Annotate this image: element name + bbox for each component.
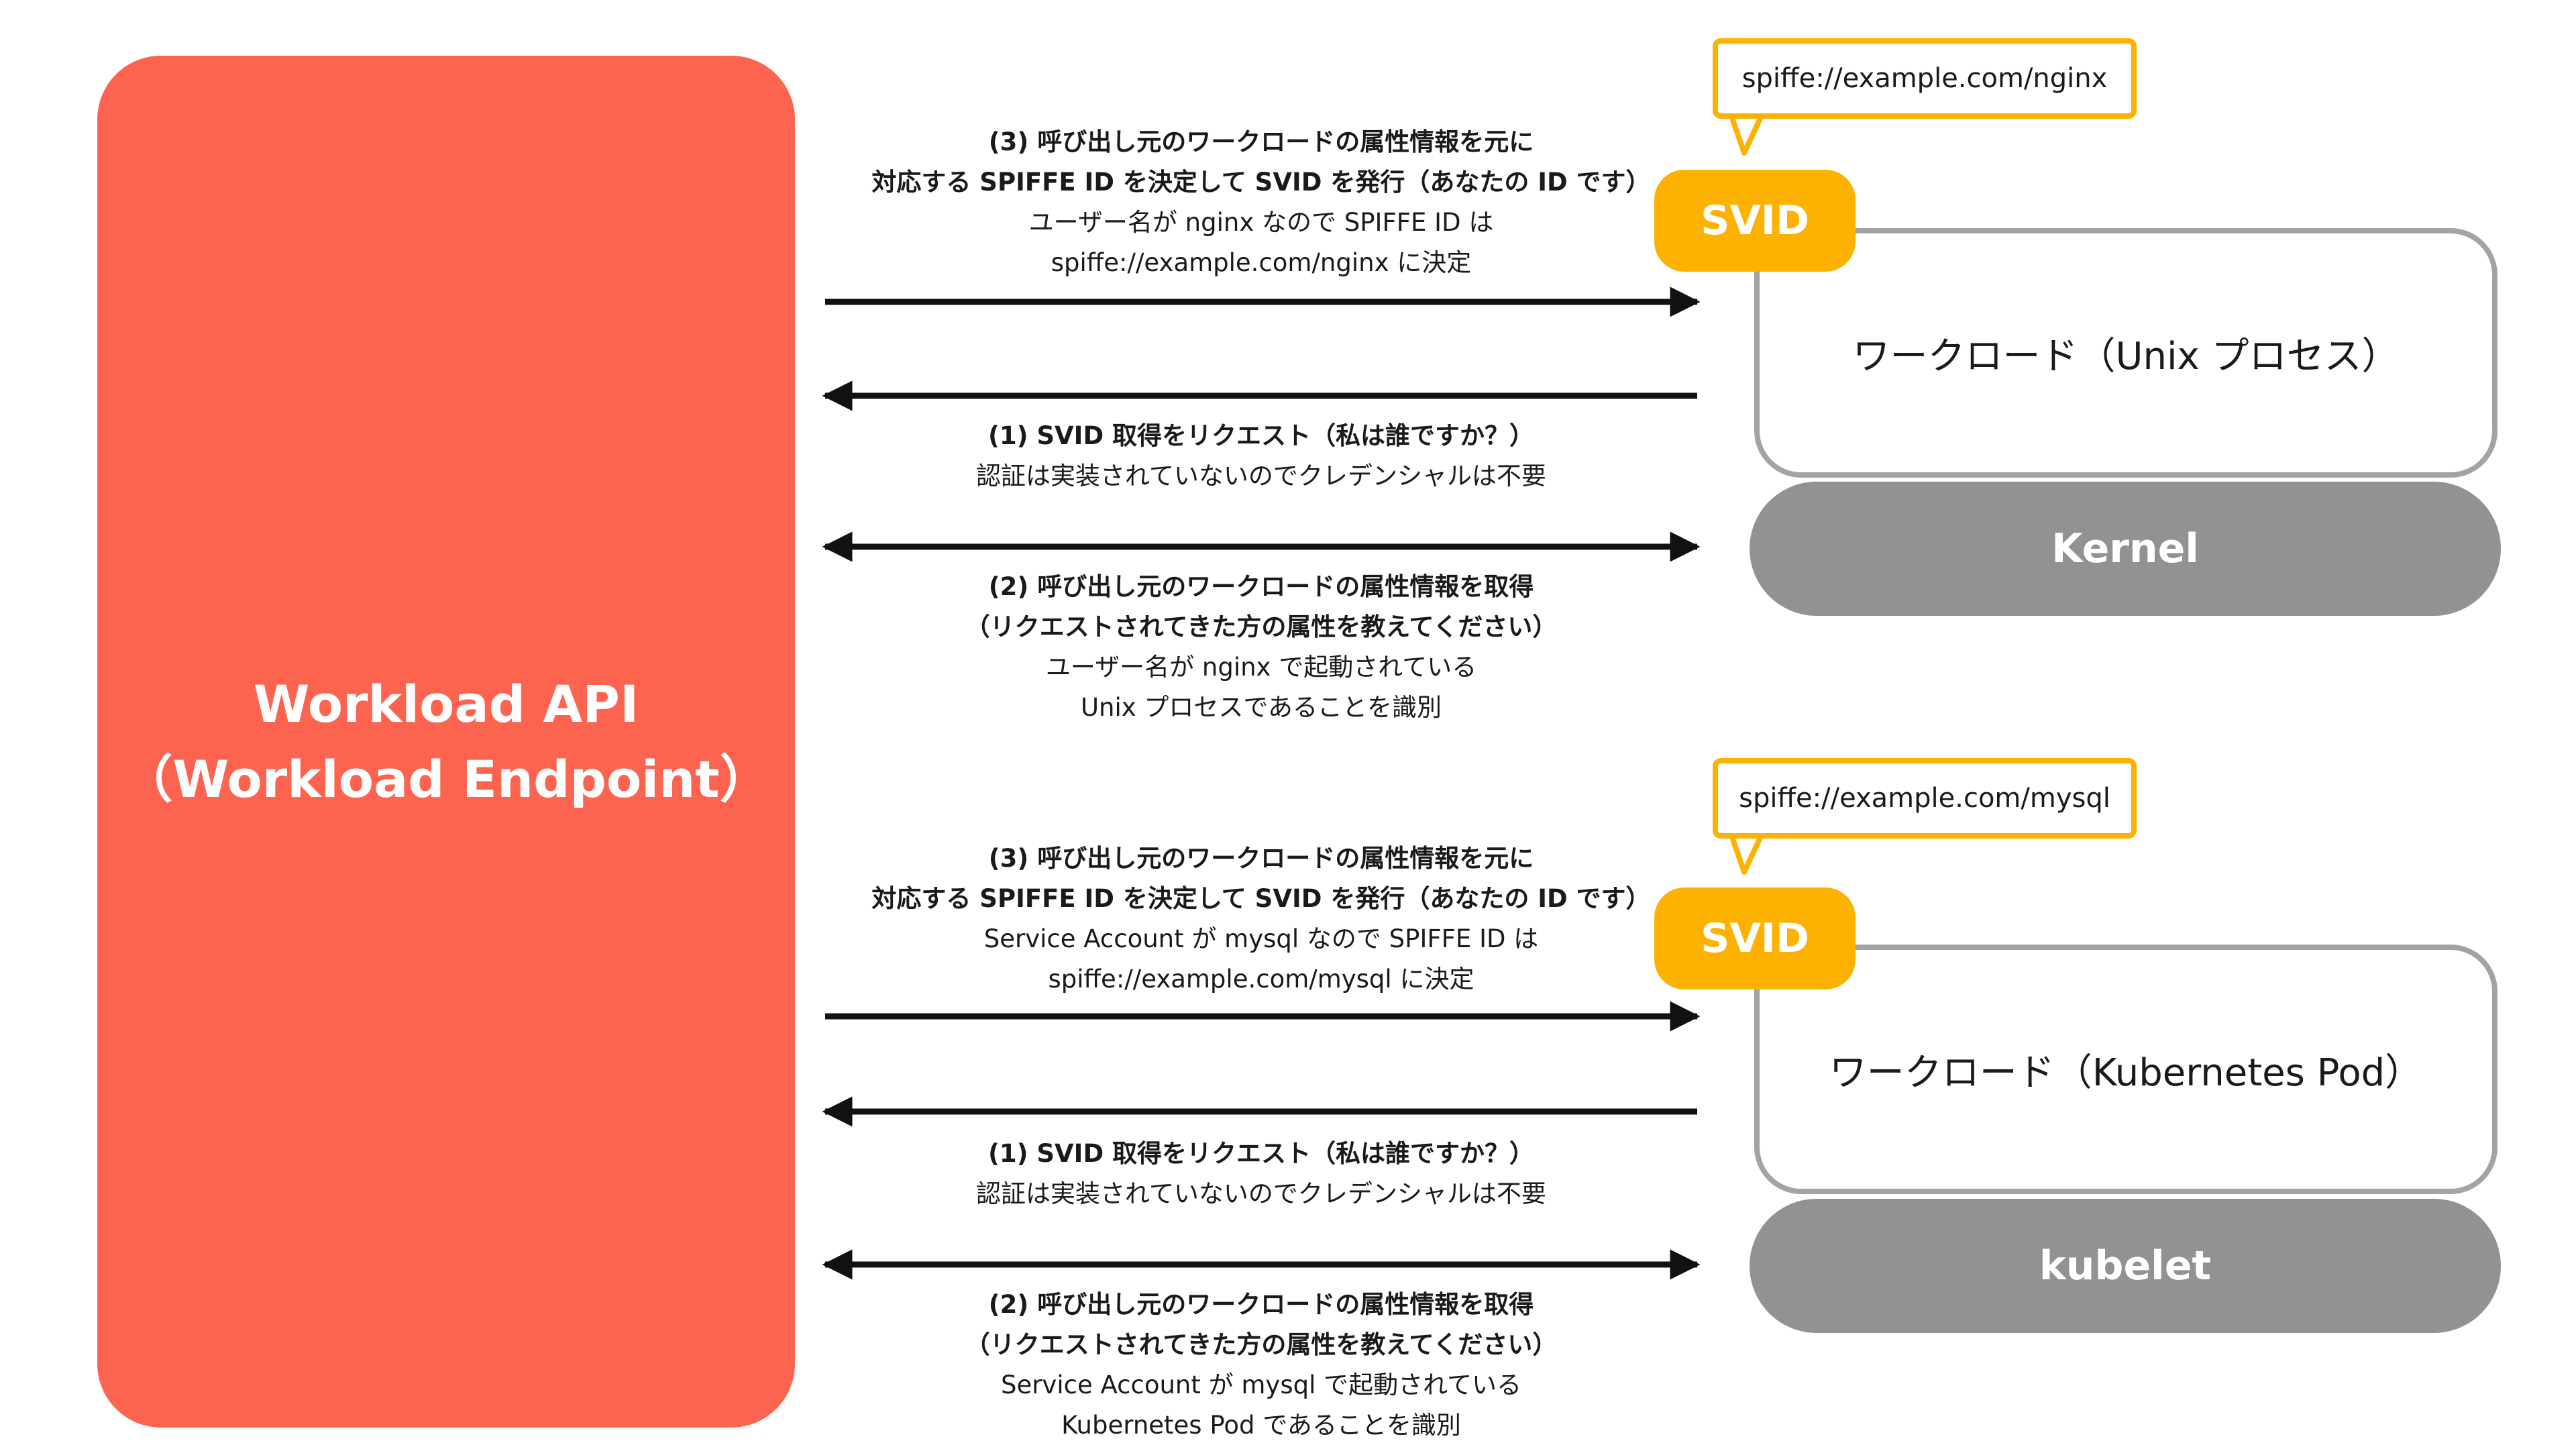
step2-line4: Kubernetes Pod であることを識別	[1061, 1411, 1461, 1440]
step1-line2: 認証は実装されていないのでクレデンシャルは不要	[976, 1179, 1546, 1208]
workload-label: ワークロード（Unix プロセス）	[1852, 334, 2400, 378]
step2-line4: Unix プロセスであることを識別	[1080, 693, 1442, 722]
svid-badge-1: SVID	[1654, 170, 1856, 272]
step2-line3: Service Account が mysql で起動されている	[1000, 1371, 1522, 1399]
spiffe-id-text: spiffe://example.com/nginx	[1741, 63, 2108, 94]
workload-api-title-line2: （Workload Endpoint）	[121, 749, 771, 809]
step3-line4: spiffe://example.com/mysql に決定	[1048, 965, 1474, 994]
workload-api-box: Workload API （Workload Endpoint）	[97, 56, 795, 1428]
platform-label: Kernel	[2051, 525, 2199, 572]
step3-label-2: (3) 呼び出し元のワークロードの属性情報を元に 対応する SPIFFE ID …	[825, 839, 1697, 1000]
spiffe-id-text: spiffe://example.com/mysql	[1739, 783, 2110, 814]
step3-line1: (3) 呼び出し元のワークロードの属性情報を元に	[988, 127, 1534, 156]
step2-label-2: (2) 呼び出し元のワークロードの属性情報を取得 （リクエストされてきた方の属性…	[825, 1285, 1697, 1446]
step1-line2: 認証は実装されていないのでクレデンシャルは不要	[976, 462, 1546, 490]
step3-line3: Service Account が mysql なので SPIFFE ID は	[983, 924, 1539, 953]
step3-line1: (3) 呼び出し元のワークロードの属性情報を元に	[988, 844, 1534, 873]
workload-label: ワークロード（Kubernetes Pod）	[1829, 1051, 2423, 1095]
svid-label: SVID	[1701, 915, 1809, 962]
step3-line4: spiffe://example.com/nginx に決定	[1051, 248, 1472, 277]
step3-line3: ユーザー名が nginx なので SPIFFE ID は	[1028, 208, 1494, 237]
step1-line1: (1) SVID 取得をリクエスト（私は誰ですか？）	[987, 421, 1535, 450]
kernel-box: Kernel	[1750, 482, 2501, 616]
callout-pointer-1	[1728, 114, 1765, 156]
kubelet-box: kubelet	[1750, 1199, 2501, 1333]
step2-line3: ユーザー名が nginx で起動されている	[1045, 653, 1477, 682]
step2-label-1: (2) 呼び出し元のワークロードの属性情報を取得 （リクエストされてきた方の属性…	[825, 567, 1697, 728]
step3-label-1: (3) 呼び出し元のワークロードの属性情報を元に 対応する SPIFFE ID …	[825, 122, 1697, 283]
step2-line1: (2) 呼び出し元のワークロードの属性情報を取得	[988, 1290, 1534, 1319]
step1-label-2: (1) SVID 取得をリクエスト（私は誰ですか？） 認証は実装されていないので…	[825, 1134, 1697, 1214]
step2-line2: （リクエストされてきた方の属性を教えてください）	[965, 612, 1558, 641]
platform-label: kubelet	[2039, 1242, 2212, 1289]
workload-api-title: Workload API （Workload Endpoint）	[121, 667, 770, 817]
step3-line2: 対応する SPIFFE ID を決定して SVID を発行（あなたの ID です…	[871, 884, 1651, 913]
step1-line1: (1) SVID 取得をリクエスト（私は誰ですか？）	[987, 1139, 1535, 1168]
step1-label-1: (1) SVID 取得をリクエスト（私は誰ですか？） 認証は実装されていないので…	[825, 416, 1697, 496]
workload-unix-process-box: ワークロード（Unix プロセス）	[1754, 228, 2498, 478]
svid-label: SVID	[1701, 197, 1809, 244]
callout-pointer-2	[1728, 833, 1765, 875]
spiffe-id-callout-2: spiffe://example.com/mysql	[1713, 758, 2137, 839]
step2-line2: （リクエストされてきた方の属性を教えてください）	[965, 1330, 1558, 1359]
step2-line1: (2) 呼び出し元のワークロードの属性情報を取得	[988, 572, 1534, 601]
workload-api-title-line1: Workload API	[253, 674, 639, 734]
workload-kubernetes-pod-box: ワークロード（Kubernetes Pod）	[1754, 945, 2498, 1194]
spiffe-id-callout-1: spiffe://example.com/nginx	[1713, 38, 2137, 119]
svid-badge-2: SVID	[1654, 888, 1856, 989]
step3-line2: 対応する SPIFFE ID を決定して SVID を発行（あなたの ID です…	[871, 168, 1651, 197]
